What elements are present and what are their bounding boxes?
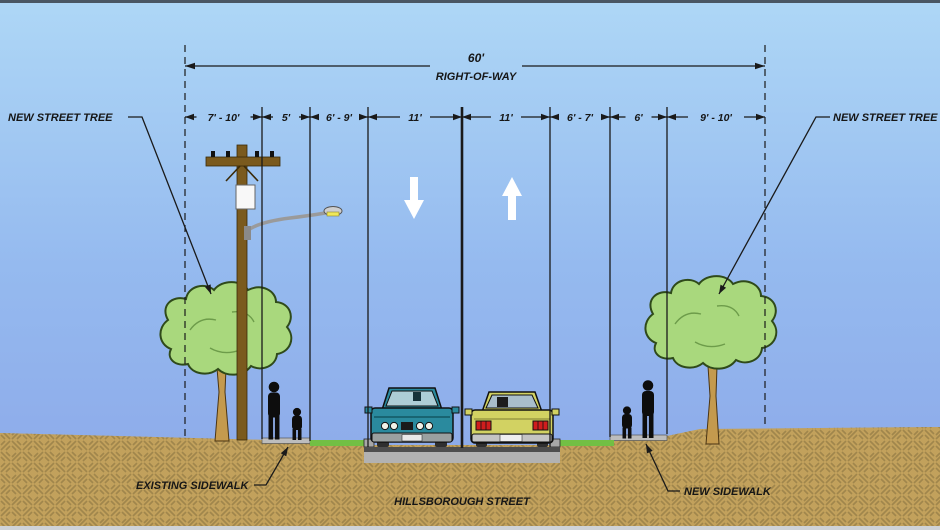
car-rear-view [464, 391, 560, 447]
ground-hatch-pattern [0, 427, 940, 530]
existing-sidewalk-annotation: EXISTING SIDEWALK [136, 446, 289, 492]
left-grass-strip [310, 440, 364, 446]
road-base-light [364, 452, 560, 463]
car-left-license-plate [401, 434, 423, 442]
car-left-mirror-r [451, 406, 460, 414]
car-right-taillights [475, 420, 549, 431]
new-sidewalk-surface [609, 434, 668, 441]
right-of-way-dimension: 60' RIGHT-OF-WAY [185, 51, 765, 83]
road-surface-dark [364, 447, 560, 452]
right-grass-strip [560, 440, 614, 446]
bottom-border-strip [0, 526, 940, 530]
top-border-strip [0, 0, 940, 3]
right-of-way-label: RIGHT-OF-WAY [436, 71, 518, 83]
new-sidewalk-label: NEW SIDEWALK [684, 486, 772, 498]
car-right-mirror-r [551, 408, 560, 416]
right-canopy-texture [674, 305, 740, 348]
dimension-tick-arrows [185, 113, 765, 121]
streetlight-bracket [244, 226, 251, 240]
segment-dimension-row: 7' - 10' 5' 6' - 9' 11' 11' 6' - 7' 6' 9… [185, 112, 765, 124]
new-street-tree-right-label: NEW STREET TREE [833, 112, 938, 124]
utility-pole [205, 144, 343, 441]
car-front-view [364, 387, 460, 447]
leader-arrowhead [204, 284, 211, 294]
dim-segment-5: 6' - 7' [567, 112, 594, 124]
new-sidewalk-annotation: NEW SIDEWALK [645, 443, 772, 498]
streetlight-arm [245, 210, 331, 233]
dim-segment-4: 11' [499, 112, 513, 124]
new-street-tree-left-label: NEW STREET TREE [8, 112, 113, 124]
annotations: NEW STREET TREE NEW STREET TREE EXISTING… [8, 112, 938, 508]
dim-segment-2: 6' - 9' [326, 112, 353, 124]
ground [0, 427, 940, 530]
existing-sidewalk-label: EXISTING SIDEWALK [136, 480, 250, 492]
car-left-grille [401, 422, 413, 430]
extension-lines [184, 45, 766, 448]
car-right-headrest [497, 397, 508, 407]
car-right-rear-window [485, 394, 539, 409]
car-right-license-plate [499, 434, 523, 442]
street-name-label: HILLSBOROUGH STREET [394, 496, 531, 508]
up-arrow-icon [502, 177, 522, 220]
car-left-headlights [380, 421, 434, 431]
new-street-tree-right-annotation: NEW STREET TREE [718, 112, 938, 295]
car-left-windshield [385, 390, 439, 407]
transformer-box [235, 184, 256, 210]
right-street-tree [644, 275, 778, 445]
car-right-mirror-l [464, 408, 473, 416]
crossarm-braces [225, 165, 259, 182]
streetlight-lamp [326, 211, 340, 217]
insulators [211, 151, 274, 157]
dim-segment-6: 6' [634, 112, 643, 124]
total-width-value: 60' [468, 51, 485, 65]
down-arrow-icon [404, 177, 424, 219]
dim-segment-3: 11' [408, 112, 422, 124]
dim-segment-0: 7' - 10' [208, 112, 240, 124]
dim-segment-7: 9' - 10' [700, 112, 732, 124]
car-left-rearview-mirror [413, 392, 421, 401]
leader-arrowhead [646, 444, 653, 454]
dim-segment-1: 5' [282, 112, 291, 124]
leader-arrowhead [719, 284, 727, 294]
pole-crossarm [205, 156, 281, 167]
pole-shaft [236, 144, 248, 441]
leader-arrowhead [280, 447, 288, 457]
new-street-tree-left-annotation: NEW STREET TREE [8, 112, 212, 295]
